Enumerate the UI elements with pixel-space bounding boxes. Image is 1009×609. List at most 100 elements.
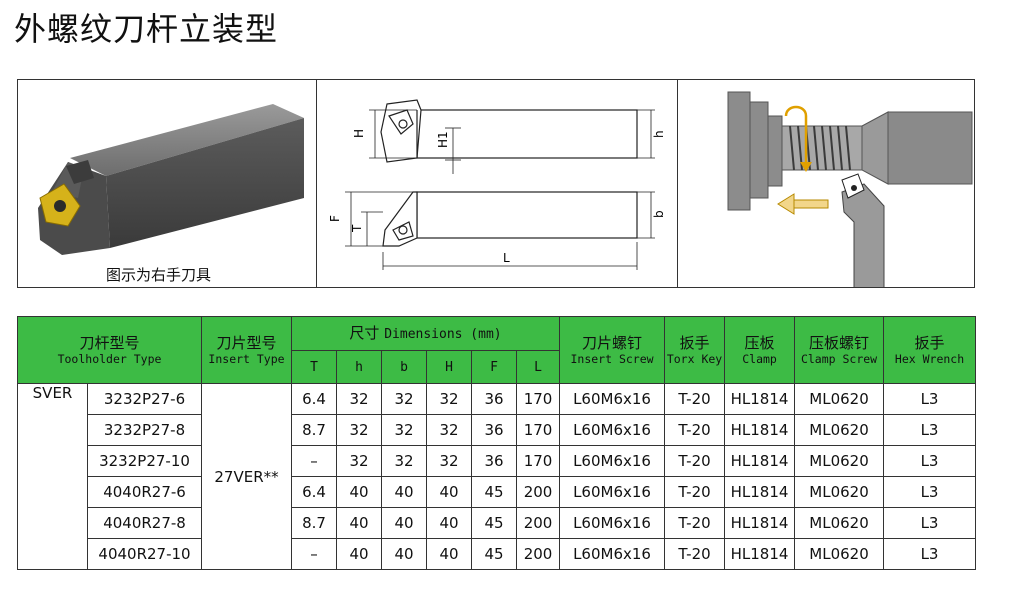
model-cell: 4040R27-10 — [86, 538, 203, 570]
feed-arrow — [777, 193, 829, 215]
toolholder-photo — [38, 104, 304, 255]
cell-hex: L3 — [883, 414, 977, 446]
cell-b: 32 — [381, 445, 428, 477]
cell-f: 36 — [471, 414, 518, 446]
cell-cscrew: ML0620 — [794, 414, 885, 446]
cell-clamp: HL1814 — [724, 383, 796, 415]
cell-f: 36 — [471, 383, 518, 415]
model-cell: 4040R27-6 — [86, 476, 203, 508]
cell-t: 8.7 — [291, 507, 338, 539]
cell-clamp: HL1814 — [724, 445, 796, 477]
dim-col-b: b — [381, 350, 428, 384]
cell-cscrew: ML0620 — [794, 383, 885, 415]
cell-hex: L3 — [883, 476, 977, 508]
toolholder-photo-panel: 图示为右手刀具 — [18, 80, 317, 287]
cell-h: 40 — [426, 507, 473, 539]
cell-torx: T-20 — [664, 414, 726, 446]
header-hex-wrench: 扳手 Hex Wrench — [883, 316, 977, 384]
cell-h: 40 — [336, 507, 383, 539]
spec-table: 刀杆型号 Toolholder Type 刀片型号 Insert Type 尺寸… — [16, 316, 977, 570]
rotation-arrow — [784, 105, 808, 164]
cell-torx: T-20 — [664, 445, 726, 477]
page-title: 外螺纹刀杆立装型 — [14, 10, 279, 48]
cell-t: 6.4 — [291, 383, 338, 415]
header-clamp-screw: 压板螺钉 Clamp Screw — [794, 316, 885, 384]
side-view-dimensions — [345, 191, 655, 270]
cell-l: 170 — [516, 414, 561, 446]
header-torx-key: 扳手 Torx Key — [664, 316, 726, 384]
cell-h: 32 — [336, 414, 383, 446]
application-diagram-panel — [678, 80, 974, 287]
side-view — [382, 191, 638, 247]
cell-cscrew: ML0620 — [794, 507, 885, 539]
cell-b: 40 — [381, 476, 428, 508]
cell-hex: L3 — [883, 507, 977, 539]
cell-screw: L60M6x16 — [559, 445, 666, 477]
cell-l: 170 — [516, 445, 561, 477]
cell-screw: L60M6x16 — [559, 383, 666, 415]
dimension-drawing: H H1 h F — [328, 99, 666, 270]
cell-hex: L3 — [883, 445, 977, 477]
cell-h: 40 — [426, 476, 473, 508]
cell-torx: T-20 — [664, 507, 726, 539]
cell-cscrew: ML0620 — [794, 445, 885, 477]
cell-h: 32 — [336, 445, 383, 477]
cell-t: – — [291, 538, 338, 570]
cell-t: 8.7 — [291, 414, 338, 446]
cell-torx: T-20 — [664, 476, 726, 508]
cell-h: 32 — [426, 383, 473, 415]
cell-f: 36 — [471, 445, 518, 477]
cell-screw: L60M6x16 — [559, 507, 666, 539]
header-insert: 刀片型号 Insert Type — [201, 316, 293, 384]
cell-cscrew: ML0620 — [794, 476, 885, 508]
label-H: H — [352, 129, 366, 138]
dim-col-L: L — [516, 350, 561, 384]
cell-f: 45 — [471, 476, 518, 508]
illustration-panels: 图示为右手刀具 H — [17, 79, 975, 288]
cell-t: 6.4 — [291, 476, 338, 508]
dim-col-h: h — [336, 350, 383, 384]
header-clamp: 压板 Clamp — [724, 316, 796, 384]
cell-torx: T-20 — [664, 538, 726, 570]
cell-clamp: HL1814 — [724, 414, 796, 446]
label-H1: H1 — [436, 131, 450, 148]
label-h: h — [652, 130, 666, 138]
dimension-drawing-panel: H H1 h F — [317, 80, 678, 287]
top-view — [380, 99, 638, 163]
cell-f: 45 — [471, 538, 518, 570]
cell-h: 40 — [336, 538, 383, 570]
model-cell: 3232P27-8 — [86, 414, 203, 446]
photo-caption: 图示为右手刀具 — [106, 266, 212, 284]
model-cell: 4040R27-8 — [86, 507, 203, 539]
dim-col-H: H — [426, 350, 473, 384]
cell-clamp: HL1814 — [724, 476, 796, 508]
cell-b: 32 — [381, 383, 428, 415]
chuck-jaws — [727, 91, 783, 211]
cell-h: 32 — [426, 445, 473, 477]
cell-f: 45 — [471, 507, 518, 539]
cell-h: 40 — [426, 538, 473, 570]
cell-screw: L60M6x16 — [559, 414, 666, 446]
cell-l: 200 — [516, 538, 561, 570]
cell-hex: L3 — [883, 538, 977, 570]
header-insert-screw: 刀片螺钉 Insert Screw — [559, 316, 666, 384]
header-dimensions: 尺寸 Dimensions (mm) — [291, 316, 561, 351]
label-b: b — [652, 210, 666, 218]
series-prefix: SVER — [17, 383, 88, 570]
dim-col-T: T — [291, 350, 338, 384]
cell-screw: L60M6x16 — [559, 538, 666, 570]
cell-l: 200 — [516, 507, 561, 539]
dimension-subheader-row: T h b H F L — [18, 350, 976, 384]
dim-col-F: F — [471, 350, 518, 384]
cell-screw: L60M6x16 — [559, 476, 666, 508]
cell-hex: L3 — [883, 383, 977, 415]
cell-clamp: HL1814 — [724, 507, 796, 539]
cell-clamp: HL1814 — [724, 538, 796, 570]
cell-b: 40 — [381, 507, 428, 539]
